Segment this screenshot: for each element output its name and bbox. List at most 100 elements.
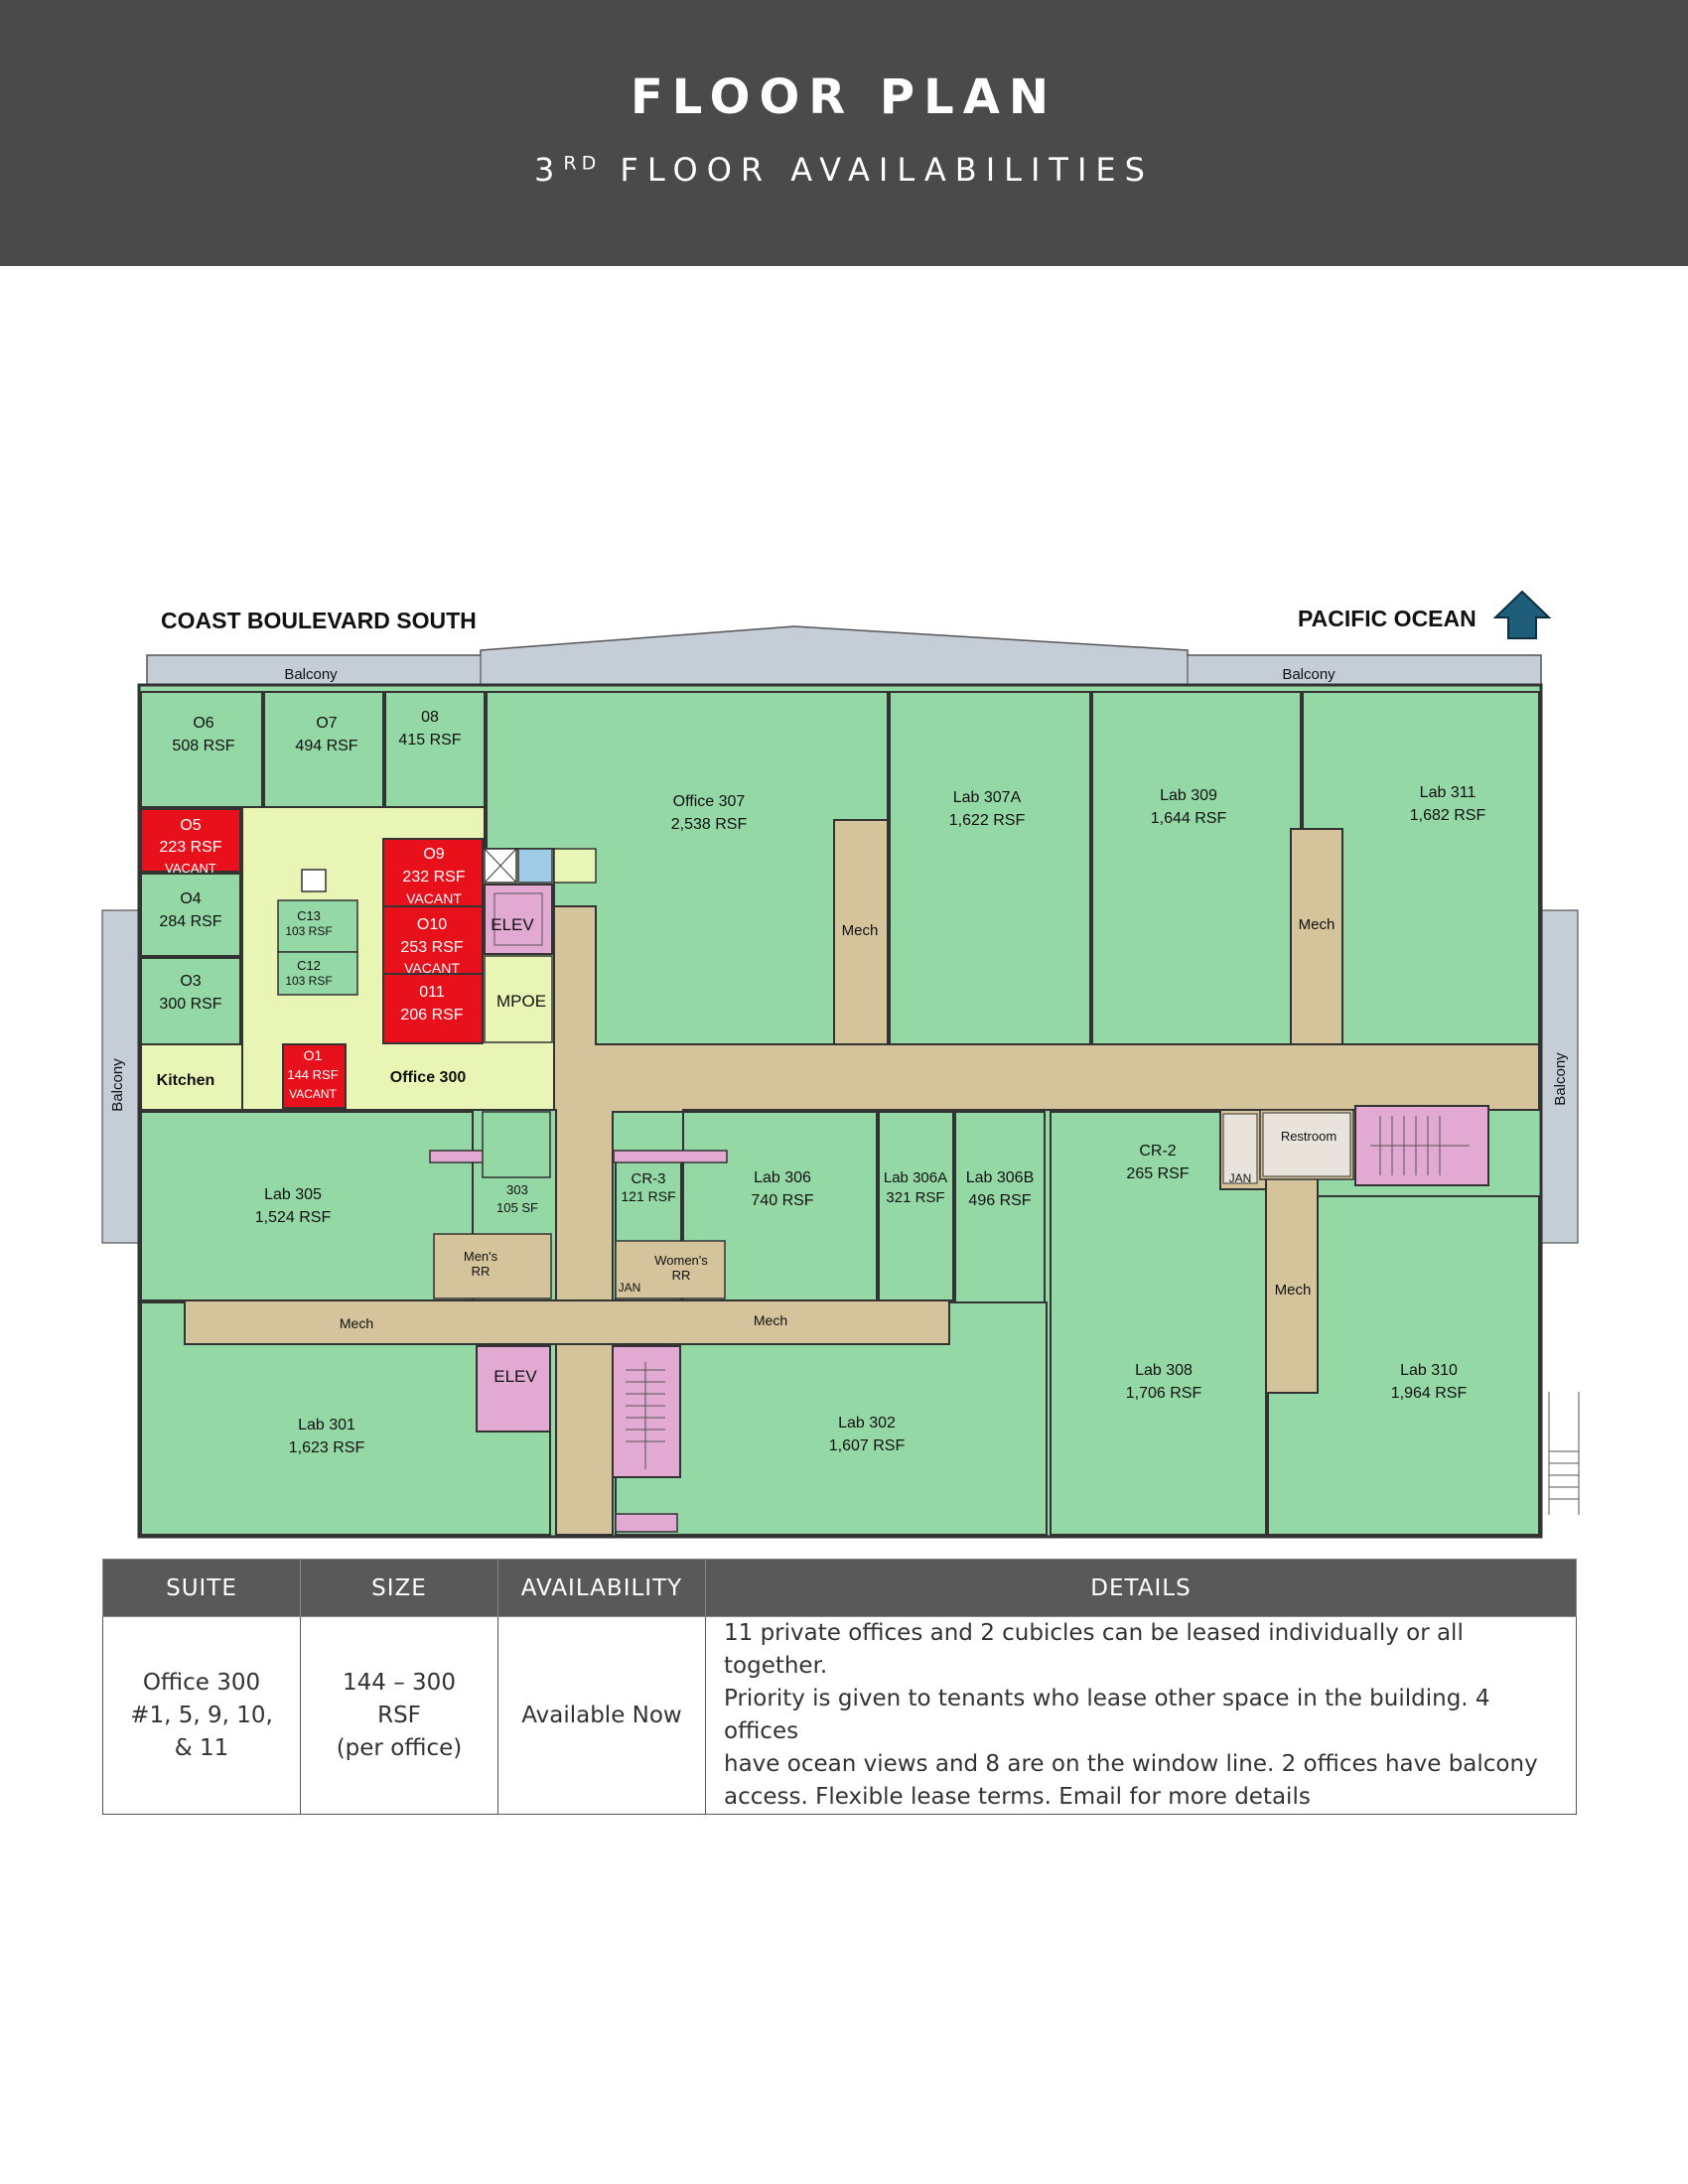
room-o1-name: O1 — [304, 1047, 323, 1063]
details-line: 11 private offices and 2 cubicles can be… — [724, 1620, 1464, 1679]
room-lab307a-name: Lab 307A — [953, 789, 1022, 806]
room-cr2-size: 265 RSF — [1126, 1165, 1189, 1182]
room-o5-size: 223 RSF — [159, 839, 221, 856]
ocean-label: PACIFIC OCEAN — [1298, 606, 1477, 631]
mech-label: Mech — [340, 1315, 373, 1331]
room-o11-name: 011 — [419, 984, 445, 1001]
room-303-name: 303 — [506, 1182, 528, 1197]
room-o6-name: O6 — [193, 715, 213, 732]
balcony-label: Balcony — [1282, 666, 1336, 683]
room-o9-status: VACANT — [406, 890, 462, 906]
balcony-label: Balcony — [284, 666, 338, 683]
room-o10-status: VACANT — [404, 960, 460, 976]
col-size-header: SIZE — [300, 1559, 498, 1617]
details-cell: 11 private offices and 2 cubicles can be… — [705, 1616, 1577, 1815]
room-lab305-name: Lab 305 — [264, 1186, 322, 1203]
room-lab301-size: 1,623 RSF — [289, 1439, 365, 1456]
room-lab306-size: 740 RSF — [751, 1192, 813, 1209]
col-details-header: DETAILS — [705, 1559, 1577, 1617]
room-c12-size: 103 RSF — [285, 974, 332, 988]
availability-cell: Available Now — [497, 1616, 706, 1815]
col-suite-header: SUITE — [102, 1559, 301, 1617]
room-lab308-size: 1,706 RSF — [1126, 1385, 1202, 1402]
room-o10-name: O10 — [417, 916, 447, 933]
room-o4-size: 284 RSF — [159, 913, 221, 930]
details-line: have ocean views and 8 are on the window… — [724, 1751, 1538, 1777]
room-o3-name: O3 — [180, 973, 201, 990]
room-lab310-size: 1,964 RSF — [1391, 1385, 1468, 1402]
room-lab305-size: 1,524 RSF — [255, 1209, 332, 1226]
size-line: 144 – 300 — [343, 1669, 456, 1696]
room-restroom-name: Restroom — [1281, 1129, 1336, 1144]
room-303-size: 105 SF — [496, 1200, 538, 1215]
room-office307-size: 2,538 RSF — [671, 816, 748, 833]
balcony-west — [101, 909, 141, 1244]
room-o4-name: O4 — [180, 890, 201, 907]
room-lab311-name: Lab 311 — [1420, 784, 1477, 801]
balcony-east — [1539, 909, 1579, 1244]
room-c13-name: C13 — [297, 908, 321, 923]
table-header-row: SUITE SIZE AVAILABILITY DETAILS — [102, 1559, 1577, 1617]
room-lab302-name: Lab 302 — [838, 1415, 896, 1432]
room-lab306a-name: Lab 306A — [884, 1169, 947, 1186]
room-mpoe-name: MPOE — [496, 992, 546, 1011]
room-lab309-name: Lab 309 — [1160, 787, 1217, 804]
mech-label: Mech — [1275, 1282, 1312, 1298]
room-o1-size: 144 RSF — [287, 1067, 338, 1082]
subtitle-number: 3 — [534, 151, 564, 189]
subtitle-ordinal: RD — [563, 152, 602, 175]
room-o9-size: 232 RSF — [402, 869, 465, 886]
col-availability-header: AVAILABILITY — [497, 1559, 706, 1617]
subtitle-text: FLOOR AVAILABILITIES — [601, 151, 1154, 189]
room-lab310-name: Lab 310 — [1400, 1362, 1458, 1379]
room-mensrr-name: Men's — [464, 1249, 498, 1264]
room-lab309-size: 1,644 RSF — [1151, 810, 1227, 827]
room-elev-name: ELEV — [493, 1367, 537, 1386]
room-o8-size: 415 RSF — [398, 732, 461, 749]
room-cr2-name: CR-2 — [1139, 1143, 1176, 1160]
page-title: FLOOR PLAN — [630, 69, 1058, 125]
room-office307-name: Office 307 — [673, 793, 746, 810]
room-lab301-name: Lab 301 — [298, 1417, 355, 1433]
room-jan-name: JAN — [619, 1281, 641, 1295]
room-lab306b-size: 496 RSF — [968, 1192, 1031, 1209]
room-elev-name: ELEV — [491, 915, 534, 934]
room-mensrr-name2: RR — [472, 1264, 491, 1279]
room-o3-size: 300 RSF — [159, 996, 221, 1013]
size-line: (per office) — [336, 1734, 463, 1761]
room-lab302-size: 1,607 RSF — [829, 1437, 906, 1454]
balcony-label: Balcony — [109, 1058, 126, 1112]
room-kitchen-name: Kitchen — [157, 1072, 215, 1089]
suite-cell: Office 300 #1, 5, 9, 10, & 11 — [102, 1616, 301, 1815]
availability-table: SUITE SIZE AVAILABILITY DETAILS Office 3… — [102, 1559, 1577, 1815]
room-o7-size: 494 RSF — [295, 738, 357, 754]
suite-line: Office 300 — [142, 1669, 261, 1696]
room-lab306-name: Lab 306 — [754, 1169, 811, 1186]
suite-line: & 11 — [174, 1734, 229, 1761]
mech-label: Mech — [842, 922, 879, 939]
room-c12-name: C12 — [297, 958, 321, 973]
north-arrow-icon — [1492, 590, 1552, 639]
room-lab306b-name: Lab 306B — [966, 1169, 1035, 1186]
header-banner: FLOOR PLAN 3RD FLOOR AVAILABILITIES — [0, 0, 1688, 266]
room-o1-status: VACANT — [289, 1087, 337, 1101]
room-lab311-size: 1,682 RSF — [1410, 807, 1486, 824]
room-c13-size: 103 RSF — [285, 924, 332, 938]
size-line: RSF — [377, 1702, 421, 1728]
details-line: access. Flexible lease terms. Email for … — [724, 1784, 1311, 1810]
room-o7-name: O7 — [316, 715, 337, 732]
room-womensrr-name2: RR — [672, 1268, 691, 1283]
room-jan-name: JAN — [1229, 1171, 1252, 1185]
room-lab307a-size: 1,622 RSF — [949, 812, 1026, 829]
room-o10-size: 253 RSF — [400, 939, 463, 956]
mech-label: Mech — [1299, 916, 1336, 933]
balcony-label: Balcony — [1552, 1052, 1569, 1106]
mech-label: Mech — [754, 1312, 787, 1328]
suite-line: #1, 5, 9, 10, — [130, 1702, 273, 1728]
page-subtitle: 3RD FLOOR AVAILABILITIES — [0, 151, 1688, 189]
room-office300-name: Office 300 — [390, 1069, 467, 1086]
room-womensrr-name: Women's — [654, 1253, 708, 1268]
table-row: Office 300 #1, 5, 9, 10, & 11 144 – 300 … — [102, 1616, 1577, 1815]
corridor-main — [553, 905, 1540, 1536]
